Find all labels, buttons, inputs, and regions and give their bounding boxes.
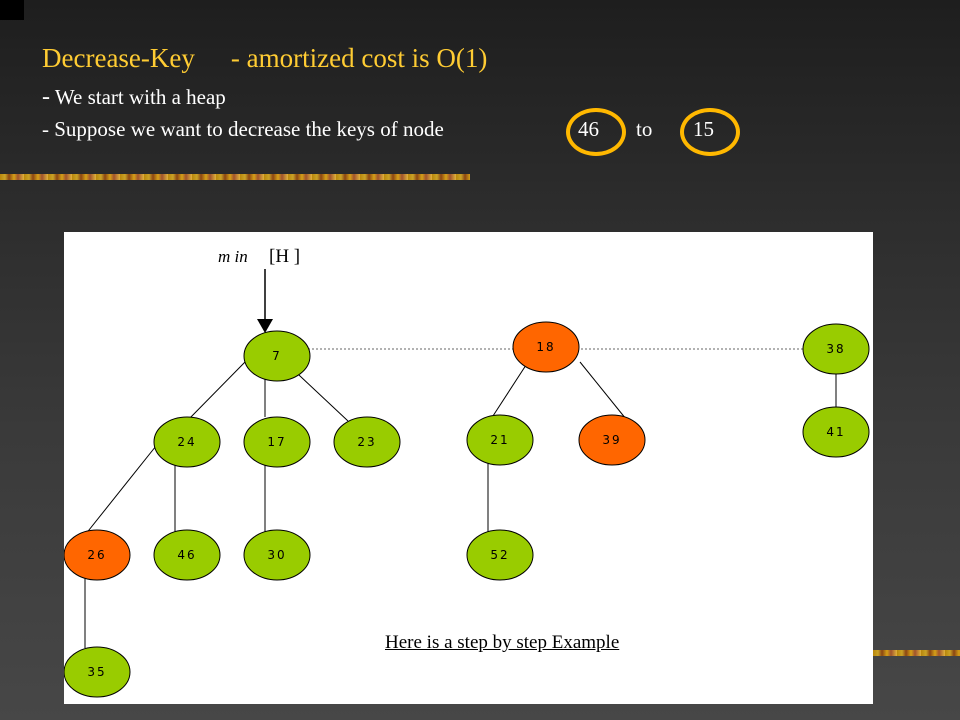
node-30: 30: [243, 529, 311, 581]
node-35: 35: [64, 646, 131, 698]
corner-square: [0, 0, 24, 20]
node-39: 39: [578, 414, 646, 466]
min-pointer-bracket: [H ]: [269, 246, 300, 267]
highlight-circle-from: [566, 108, 626, 156]
node-24: 24: [153, 416, 221, 468]
highlight-circle-to: [680, 108, 740, 156]
node-21: 21: [466, 414, 534, 466]
min-pointer-arrow-head: [257, 319, 273, 333]
node-21-key: 21: [490, 433, 509, 447]
node-24-key: 24: [177, 435, 196, 449]
node-30-key: 30: [267, 548, 286, 562]
node-52-key: 52: [490, 548, 509, 562]
bullet-line-2-text: - Suppose we want to decrease the keys o…: [42, 117, 444, 141]
node-41-key: 41: [826, 425, 845, 439]
step-by-step-example-link[interactable]: Here is a step by step Example: [385, 632, 620, 653]
node-46-key: 46: [177, 548, 196, 562]
decorative-bar-right: [873, 650, 960, 656]
edge-24-26: [84, 445, 157, 536]
node-17-key: 17: [267, 435, 286, 449]
node-41: 41: [802, 406, 870, 458]
node-39-key: 39: [602, 433, 621, 447]
node-38: 38: [802, 323, 870, 375]
edge-7-24: [186, 360, 247, 422]
node-26-key: 26: [87, 548, 106, 562]
decorative-bar-top: [0, 174, 470, 180]
node-23: 23: [333, 416, 401, 468]
bullet-line-1-text: We start with a heap: [54, 85, 226, 109]
node-38-key: 38: [826, 342, 845, 356]
heap-diagram: m in [H ] 7 24 17: [64, 246, 870, 698]
title-cost: - amortized cost is O(1): [230, 43, 488, 73]
node-52: 52: [466, 529, 534, 581]
node-17: 17: [243, 416, 311, 468]
slide-title: Decrease-Key - amortized cost is O(1): [42, 42, 487, 74]
edge-18-39: [579, 361, 627, 420]
node-18: 18: [512, 321, 580, 373]
bullet-line-1: - We start with a heap: [42, 84, 226, 110]
edge-18-21: [490, 361, 529, 420]
node-46: 46: [153, 529, 221, 581]
node-7: 7: [243, 330, 311, 382]
node-35-key: 35: [87, 665, 106, 679]
heap-diagram-panel: m in [H ] 7 24 17: [64, 232, 873, 704]
bullet-dash: -: [42, 84, 50, 110]
node-18-key: 18: [536, 340, 555, 354]
title-main: Decrease-Key: [42, 43, 195, 73]
node-23-key: 23: [357, 435, 376, 449]
node-26: 26: [64, 529, 131, 581]
bullet-line-2-to-word: to: [636, 117, 653, 141]
node-7-key: 7: [272, 349, 282, 363]
min-pointer-label: m in: [218, 247, 248, 266]
